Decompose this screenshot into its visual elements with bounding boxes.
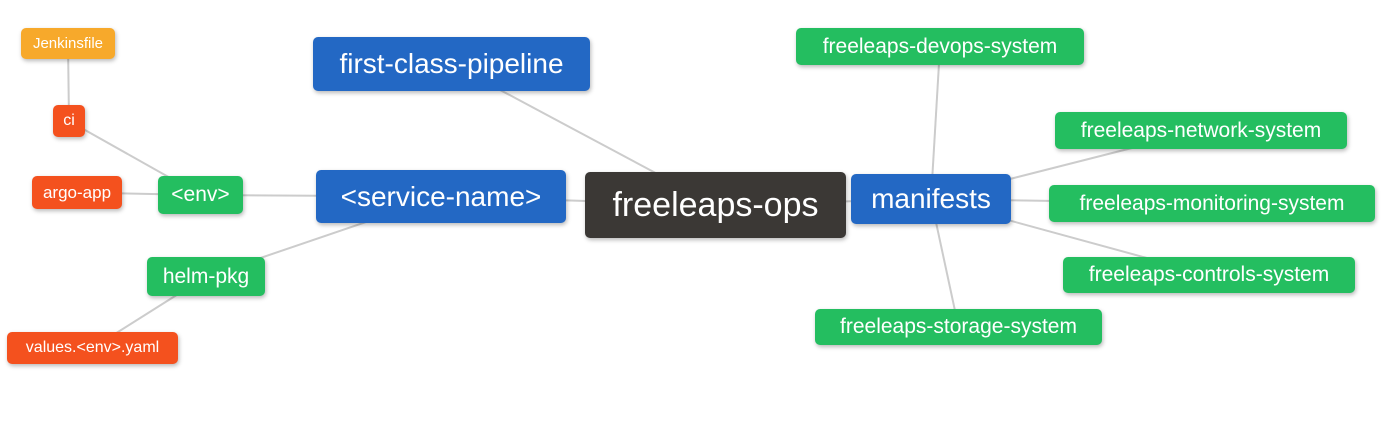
node-jenkinsfile[interactable]: Jenkinsfile [21, 28, 115, 59]
node-label: first-class-pipeline [339, 48, 564, 79]
node-ci[interactable]: ci [53, 105, 85, 137]
node-freeleaps-network-system[interactable]: freeleaps-network-system [1055, 112, 1347, 149]
node-label: argo-app [42, 182, 112, 202]
node-label: freeleaps-network-system [1080, 118, 1322, 142]
node-label: freeleaps-monitoring-system [1079, 191, 1345, 215]
node-label: freeleaps-devops-system [822, 34, 1058, 58]
node-label: values.<env>.yaml [25, 339, 160, 356]
node-freeleaps-monitoring-system[interactable]: freeleaps-monitoring-system [1049, 185, 1375, 222]
node-label: <env> [171, 183, 230, 206]
node-freeleaps-controls-system[interactable]: freeleaps-controls-system [1063, 257, 1355, 293]
node-helm-pkg[interactable]: helm-pkg [147, 257, 265, 296]
node-values-env-yaml[interactable]: values.<env>.yaml [7, 332, 178, 364]
node-freeleaps-storage-system[interactable]: freeleaps-storage-system [815, 309, 1102, 345]
node-freeleaps-ops[interactable]: freeleaps-ops [585, 172, 846, 238]
node-label: helm-pkg [162, 264, 250, 288]
node-label: Jenkinsfile [32, 35, 104, 52]
node-manifests[interactable]: manifests [851, 174, 1011, 224]
node-label: <service-name> [340, 180, 542, 212]
node-freeleaps-devops-system[interactable]: freeleaps-devops-system [796, 28, 1084, 65]
node-label: freeleaps-ops [612, 185, 819, 224]
node-label: ci [63, 112, 75, 129]
node-label: manifests [871, 183, 991, 214]
node-label: freeleaps-storage-system [840, 315, 1077, 338]
edge-manifests--freeleaps-devops-system [930, 46, 941, 200]
node-service-name[interactable]: <service-name> [316, 170, 566, 223]
node-first-class-pipeline[interactable]: first-class-pipeline [313, 37, 590, 91]
node-env[interactable]: <env> [158, 176, 243, 214]
node-argo-app[interactable]: argo-app [32, 176, 122, 209]
node-label: freeleaps-controls-system [1088, 263, 1330, 286]
